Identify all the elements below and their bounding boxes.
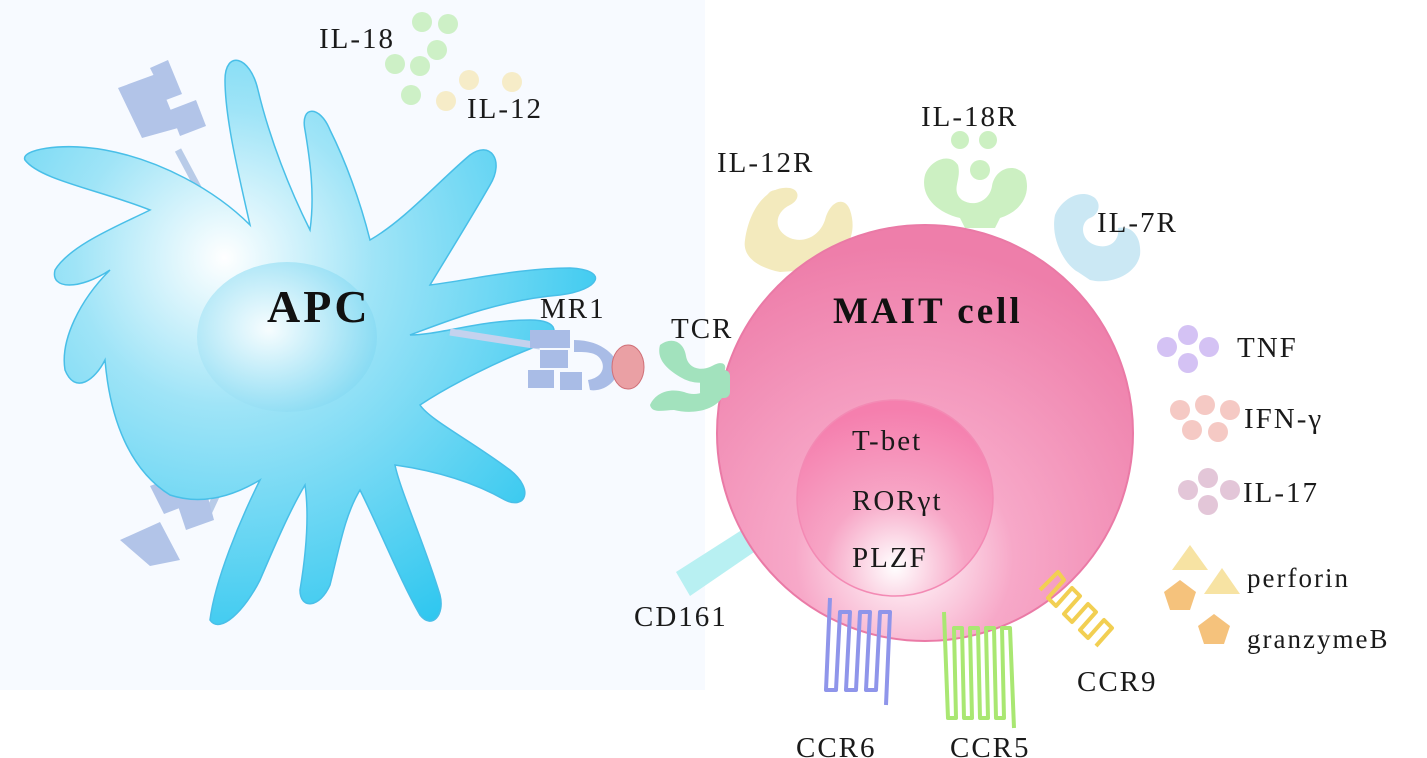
ifng-cytokines (1170, 395, 1240, 442)
apc-nucleus (197, 262, 377, 412)
ccr5-label: CCR5 (950, 732, 1031, 758)
tcr-receptor (650, 340, 730, 412)
tnf-cytokines (1157, 325, 1219, 373)
ccr9-receptor (1038, 570, 1114, 648)
nucleus-factor-plzf: PLZF (852, 542, 928, 574)
ccr9-label: CCR9 (1077, 666, 1158, 698)
apc-title: APC (267, 281, 371, 332)
perforin-molecules (1172, 545, 1240, 594)
ifng-label: IFN-γ (1244, 403, 1323, 435)
il18r-label: IL-18R (921, 101, 1018, 133)
il12r-label: IL-12R (717, 147, 814, 179)
antigen (611, 344, 645, 390)
mait-nucleus (796, 399, 994, 597)
mr1-label: MR1 (540, 293, 606, 325)
il18-label: IL-18 (319, 23, 395, 55)
perforin-label: perforin (1247, 563, 1350, 593)
nucleus-factor-rorgt: RORγt (852, 485, 943, 517)
il12-label: IL-12 (467, 93, 543, 125)
tnf-label: TNF (1237, 332, 1298, 364)
il7r-label: IL-7R (1097, 207, 1178, 239)
granzyme-molecules (1164, 580, 1230, 644)
il7r-receptor (1054, 194, 1141, 282)
il17-cytokines (1178, 468, 1240, 515)
granzyme-label: granzymeB (1247, 624, 1389, 654)
cd161-receptor (676, 526, 760, 596)
nucleus-factor-tbet: T-bet (852, 425, 922, 457)
il18r-receptor (924, 158, 1028, 228)
il18-cytokines (385, 12, 458, 105)
ccr6-label: CCR6 (796, 732, 877, 758)
il12-cytokines (436, 70, 522, 111)
il17-label: IL-17 (1243, 477, 1319, 509)
mr1-receptor (449, 328, 619, 391)
tcr-label: TCR (671, 313, 733, 345)
ccr5-receptor (942, 611, 1016, 729)
cd161-label: CD161 (634, 601, 728, 633)
mait-title: MAIT cell (833, 291, 1023, 332)
ccr6-receptor (824, 597, 892, 706)
